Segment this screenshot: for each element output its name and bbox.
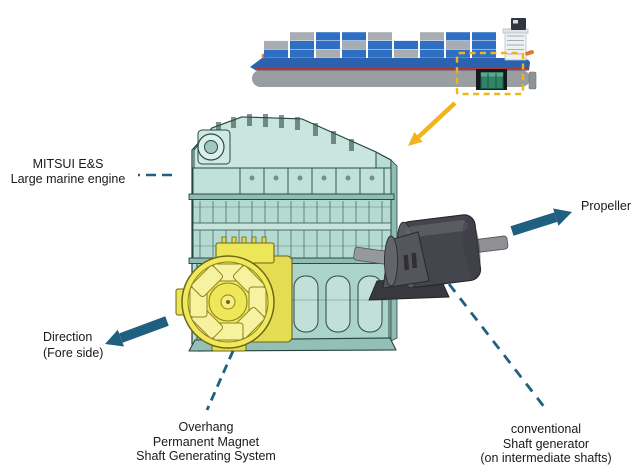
engine-label-line1: MITSUI E&S <box>32 157 104 171</box>
ship-containers <box>264 32 496 58</box>
engine-label-line2: Large marine engine <box>10 171 126 186</box>
conventional-generator-label-line3: (on intermediate shafts) <box>480 451 612 465</box>
ship-hull <box>250 58 530 71</box>
conventional-generator-label: conventional Shaft generator (on interme… <box>461 422 631 466</box>
ship-superstructure <box>502 18 534 61</box>
propeller-label: Propeller <box>581 199 632 213</box>
ship-lifeboat <box>525 50 534 56</box>
pm-system-label-line3: Shaft Generating System <box>136 449 276 463</box>
conventional-generator-label-line1: conventional <box>510 422 582 436</box>
ship-waterline-stripe <box>255 68 529 71</box>
direction-label-line2: (Fore side) <box>43 345 104 360</box>
ship-funnel <box>511 18 526 30</box>
pm-system-label-line2: Permanent Magnet <box>152 434 260 449</box>
conventional-generator-label-line2: Shaft generator <box>502 436 590 451</box>
ship-engine-room-cutaway <box>476 69 507 90</box>
conventional-shaft-generator-illustration <box>368 214 509 301</box>
direction-label-line1: Direction <box>43 330 93 344</box>
pm-system-label-line1: Overhang <box>178 420 234 434</box>
ship-underwater-hull <box>252 70 530 87</box>
container-ship-illustration <box>250 18 537 90</box>
ship-rudder <box>528 71 537 90</box>
ship-zoom-arrow-icon <box>408 101 457 146</box>
pm-system-label: Overhang Permanent Magnet Shaft Generati… <box>121 420 291 464</box>
propeller-arrow-icon <box>510 208 572 236</box>
engine-label: MITSUI E&S Large marine engine <box>3 157 133 186</box>
pm-shaft-generator-illustration <box>175 236 293 352</box>
direction-arrow-icon <box>105 316 169 347</box>
conventional-label-connector <box>447 283 547 409</box>
pm-label-connector <box>205 350 235 411</box>
direction-label: Direction (Fore side) <box>43 330 103 361</box>
